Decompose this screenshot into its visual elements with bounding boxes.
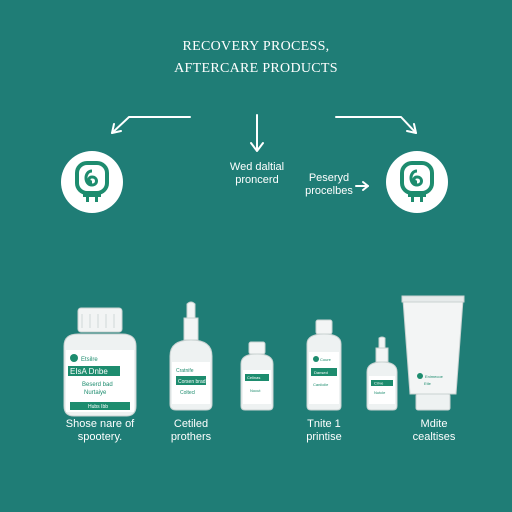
product-name: Nocut xyxy=(250,388,261,393)
product-brand: Etsilre xyxy=(81,357,98,363)
bandage-icon xyxy=(75,161,109,202)
caption-2-line1: Cetiled xyxy=(173,418,209,430)
center-flow-label-line2: proncerd xyxy=(235,174,279,186)
product-small-bottle: Celinas Nocut xyxy=(240,341,274,411)
right-flow-label-line1: Peseryd xyxy=(308,172,350,184)
product-tube: Enimecoe Etle xyxy=(401,295,465,411)
recovery-icon-circle-right xyxy=(386,151,448,213)
caption-1-line2: spootery. xyxy=(77,431,123,443)
product-name: Corsen brad xyxy=(178,379,206,385)
caption-4-line2: cealtises xyxy=(412,431,456,443)
product-name: Etle xyxy=(424,381,432,386)
caption-3-line2: printise xyxy=(306,431,342,443)
product-jar: Etsilre EIsA Dnbe Beserd bad Nurtaiye Hu… xyxy=(63,307,137,417)
center-flow-label-line1: Wed daltial xyxy=(229,161,285,173)
product-brand: Crive xyxy=(374,381,384,386)
page-title-line1: RECOVERY PROCESS, xyxy=(182,39,330,54)
product-name: EIsA Dnbe xyxy=(70,367,108,376)
right-flow-label-line2: procelbes xyxy=(305,185,353,197)
product-small-dropper: Crive Nutcle xyxy=(366,336,398,411)
caption-3: Tnite 1 printise xyxy=(290,418,358,444)
page-title-line2: AFTERCARE PRODUCTS xyxy=(174,61,338,76)
right-flow-label: Peseryd procelbes xyxy=(298,172,360,198)
product-line: Coltecl xyxy=(180,390,195,396)
product-line: Beserd bad xyxy=(82,382,113,388)
product-line: Nurtaiye xyxy=(84,390,107,396)
arrow-left xyxy=(111,116,191,134)
caption-2-line2: prothers xyxy=(170,431,212,443)
center-flow-label: Wed daltial proncerd xyxy=(215,161,299,187)
product-brand: Coure xyxy=(320,357,332,362)
product-dropper-bottle: Cratnife Corsen brad Coltecl xyxy=(169,301,213,411)
caption-1: Shose nare of spootery. xyxy=(52,418,148,444)
product-band: Hubs Ibb xyxy=(88,404,108,410)
caption-1-line1: Shose nare of xyxy=(65,418,135,430)
product-brand: Celinas xyxy=(247,375,260,380)
recovery-icon-circle-left xyxy=(61,151,123,213)
product-brand: Cratnife xyxy=(176,368,194,374)
product-name: Nutcle xyxy=(374,390,386,395)
product-line: Caniiolie xyxy=(313,382,329,387)
product-name: Dansed xyxy=(314,370,328,375)
caption-3-line1: Tnite 1 xyxy=(307,418,341,430)
caption-4: Mdite cealtises xyxy=(400,418,468,444)
bandage-icon xyxy=(400,161,434,202)
caption-4-line1: Mdite xyxy=(420,418,448,430)
product-brand: Enimecoe xyxy=(425,374,444,379)
caption-2: Cetiled prothers xyxy=(160,418,222,444)
arrow-right xyxy=(335,116,417,134)
product-tall-bottle: Coure Dansed Caniiolie xyxy=(306,319,342,411)
